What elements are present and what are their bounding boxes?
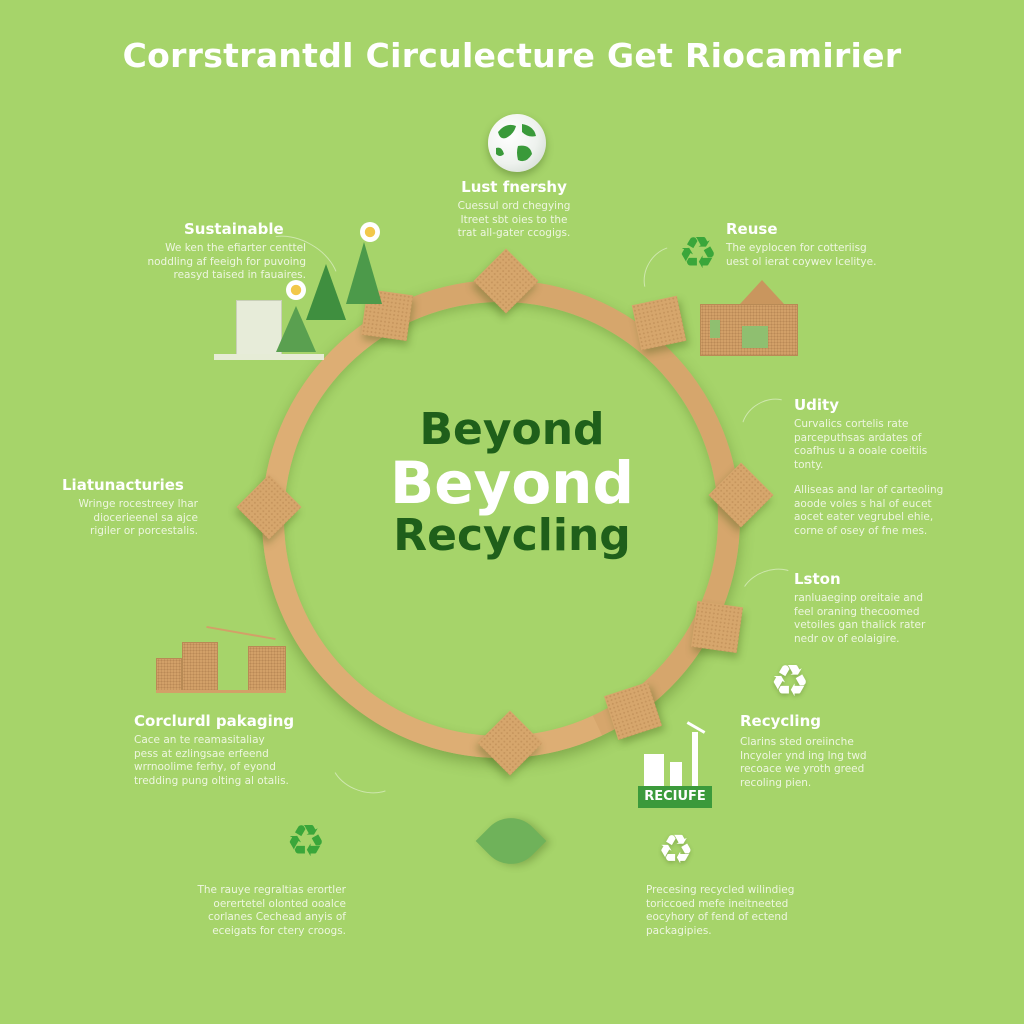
- hero-line-2: Beyond: [389, 449, 634, 517]
- block-sustainable-line: noddling af feeigh for puvoing: [147, 255, 306, 268]
- leaf-icon: [475, 805, 547, 877]
- block-reuse-line: uest ol ierat coywev lcelitye.: [726, 255, 877, 268]
- block-recycling-line: Incyoler ynd ing lng twd: [740, 749, 867, 762]
- block-packaging-line: tredding pung olting al otalis.: [134, 774, 289, 787]
- block-top-line: Cuessul ord chegying: [457, 200, 571, 212]
- hero-line-3: Recycling: [393, 510, 631, 561]
- block-recycling: Recycling Clarins sted oreiinche Incyole…: [740, 712, 880, 790]
- block-lston-line: feel oraning thecoomed: [794, 605, 920, 618]
- ground-icon: [214, 354, 324, 360]
- block-lston-line: nedr ov of eolaigire.: [794, 632, 900, 645]
- block-top: Lust fnershy Cuessul ord chegying Itreet…: [432, 178, 596, 241]
- block-reuse-heading: Reuse: [726, 220, 778, 238]
- block-sustainable-line: We ken the efiarter centtel: [165, 242, 306, 254]
- block-liatunacturies-heading: Liatunacturies: [62, 476, 184, 494]
- cycle-node-lower-right: [691, 601, 743, 653]
- block-reuse: Reuse The eyplocen for cotteriisg uest o…: [726, 220, 916, 269]
- block-udity-line: corne of osey of fne mes.: [794, 524, 928, 537]
- crane-arm-icon: [206, 625, 276, 641]
- house-window-icon: [742, 326, 768, 348]
- block-udity: Udity Curvalics cortelis rate parcepuths…: [794, 396, 954, 538]
- block-packaging-line: Cace an te reamasitaliay: [134, 734, 265, 746]
- connector-line: [323, 729, 409, 803]
- block-sustainable-line: reasyd taised in fauaires.: [173, 269, 306, 281]
- block-lston-line: vetoiles gan thalick rater: [794, 619, 926, 631]
- block-liatunacturies-line: rigiler or porcestalis.: [90, 525, 198, 537]
- cycle-node-top-right: [631, 295, 687, 351]
- block-udity-line: aoode voles s hal of eucet: [794, 497, 932, 510]
- block-lston-line: ranluaeginp oreitaie and: [794, 592, 924, 604]
- block-liatunacturies-line: Wringe rocestreey lhar: [78, 498, 198, 510]
- ground-icon: [156, 690, 286, 693]
- building-icon: [236, 300, 282, 358]
- block-bottom-left-line: eceigats for ctery croogs.: [212, 924, 346, 937]
- block-packaging: Corclurdl pakaging Cace an te reamasital…: [134, 712, 304, 788]
- block-recycling-heading: Recycling: [740, 712, 821, 730]
- flower-icon: [286, 280, 306, 300]
- factory-building-icon: [644, 754, 664, 786]
- page-title: Corrstrantdl Circulecture Get Riocamirie…: [122, 36, 902, 75]
- recycle-icon: ♻: [658, 827, 694, 873]
- house-roof-icon: [740, 280, 784, 304]
- recycle-icon: ♻: [678, 228, 718, 279]
- block-sustainable-heading: Sustainable: [184, 220, 284, 238]
- block-recycling-line: Clarins sted oreiinche: [740, 736, 854, 748]
- factory-building-icon: [670, 762, 682, 786]
- block-bottom-left-line: The rauye regraltias erortler: [197, 884, 346, 896]
- house-illustration: [700, 276, 798, 358]
- flower-icon: [360, 222, 380, 242]
- block-bottom-right-line: packagipies.: [646, 924, 712, 937]
- block-top-heading: Lust fnershy: [461, 178, 567, 196]
- crate-icon: [156, 658, 182, 692]
- block-recycling-line: recoling pien.: [740, 776, 812, 789]
- block-bottom-right-line: Precesing recycled wilindieg: [646, 884, 795, 896]
- block-udity-line: aocet eater vegrubel ehie,: [794, 511, 934, 523]
- block-udity-line: Alliseas and lar of carteoling: [794, 484, 944, 496]
- tree-icon: [346, 242, 382, 304]
- crate-icon: [248, 646, 286, 692]
- hero-line-1: Beyond: [419, 404, 605, 455]
- block-udity-heading: Udity: [794, 396, 840, 414]
- block-packaging-line: pess at ezlingsae erfeend: [134, 747, 269, 760]
- globe-icon: [488, 114, 546, 172]
- block-udity-line: Curvalics cortelis rate: [794, 418, 909, 430]
- factory-illustration: [640, 721, 714, 786]
- block-lston-heading: Lston: [794, 570, 841, 588]
- crate-icon: [182, 642, 218, 692]
- house-window-icon: [710, 320, 720, 338]
- block-top-line: Itreet sbt oies to the: [460, 213, 568, 226]
- block-packaging-line: wrrnoolime ferhy, of eyond: [134, 761, 276, 773]
- recycle-icon: ♻: [770, 656, 810, 707]
- block-bottom-left-line: corlanes Cechead anyis of: [207, 911, 346, 923]
- recycle-icon: ♻: [286, 816, 326, 867]
- block-packaging-heading: Corclurdl pakaging: [134, 712, 295, 730]
- block-recycling-line: recoace we yroth greed: [740, 763, 865, 775]
- block-top-line: trat all-gater ccogigs.: [457, 227, 571, 239]
- block-liatunacturies-line: diocerieenel sa ajce: [93, 511, 198, 524]
- block-liatunacturies: Liatunacturies Wringe rocestreey lhar di…: [62, 476, 198, 539]
- block-bottom-right-line: eocyhory of fend of ectend: [646, 911, 788, 923]
- tree-icon: [276, 306, 316, 352]
- block-udity-line: tonty.: [794, 458, 824, 471]
- block-lston: Lston ranluaeginp oreitaie and feel oran…: [794, 570, 954, 646]
- block-bottom-right-line: toriccoed mefe ineitneeted: [646, 897, 789, 910]
- crates-crane-illustration: [156, 618, 286, 694]
- hero-title: Beyond Beyond Recycling: [362, 408, 662, 558]
- block-bottom-left: The rauye regraltias erortler oerertetel…: [180, 884, 346, 938]
- block-sustainable: Sustainable We ken the efiarter centtel …: [128, 220, 306, 283]
- block-bottom-right: Precesing recycled wilindieg toriccoed m…: [646, 884, 816, 938]
- block-udity-line: parceputhsas ardates of: [794, 431, 922, 444]
- recycle-badge: RECIUFE: [638, 786, 712, 808]
- buildings-trees-illustration: [214, 222, 404, 364]
- block-reuse-line: The eyplocen for cotteriisg: [726, 242, 867, 254]
- block-udity-line: coafhus u a ooale coeitiis: [794, 445, 928, 457]
- block-bottom-left-line: oerertetel olonted ooalce: [213, 897, 346, 910]
- wind-turbine-icon: [692, 732, 698, 786]
